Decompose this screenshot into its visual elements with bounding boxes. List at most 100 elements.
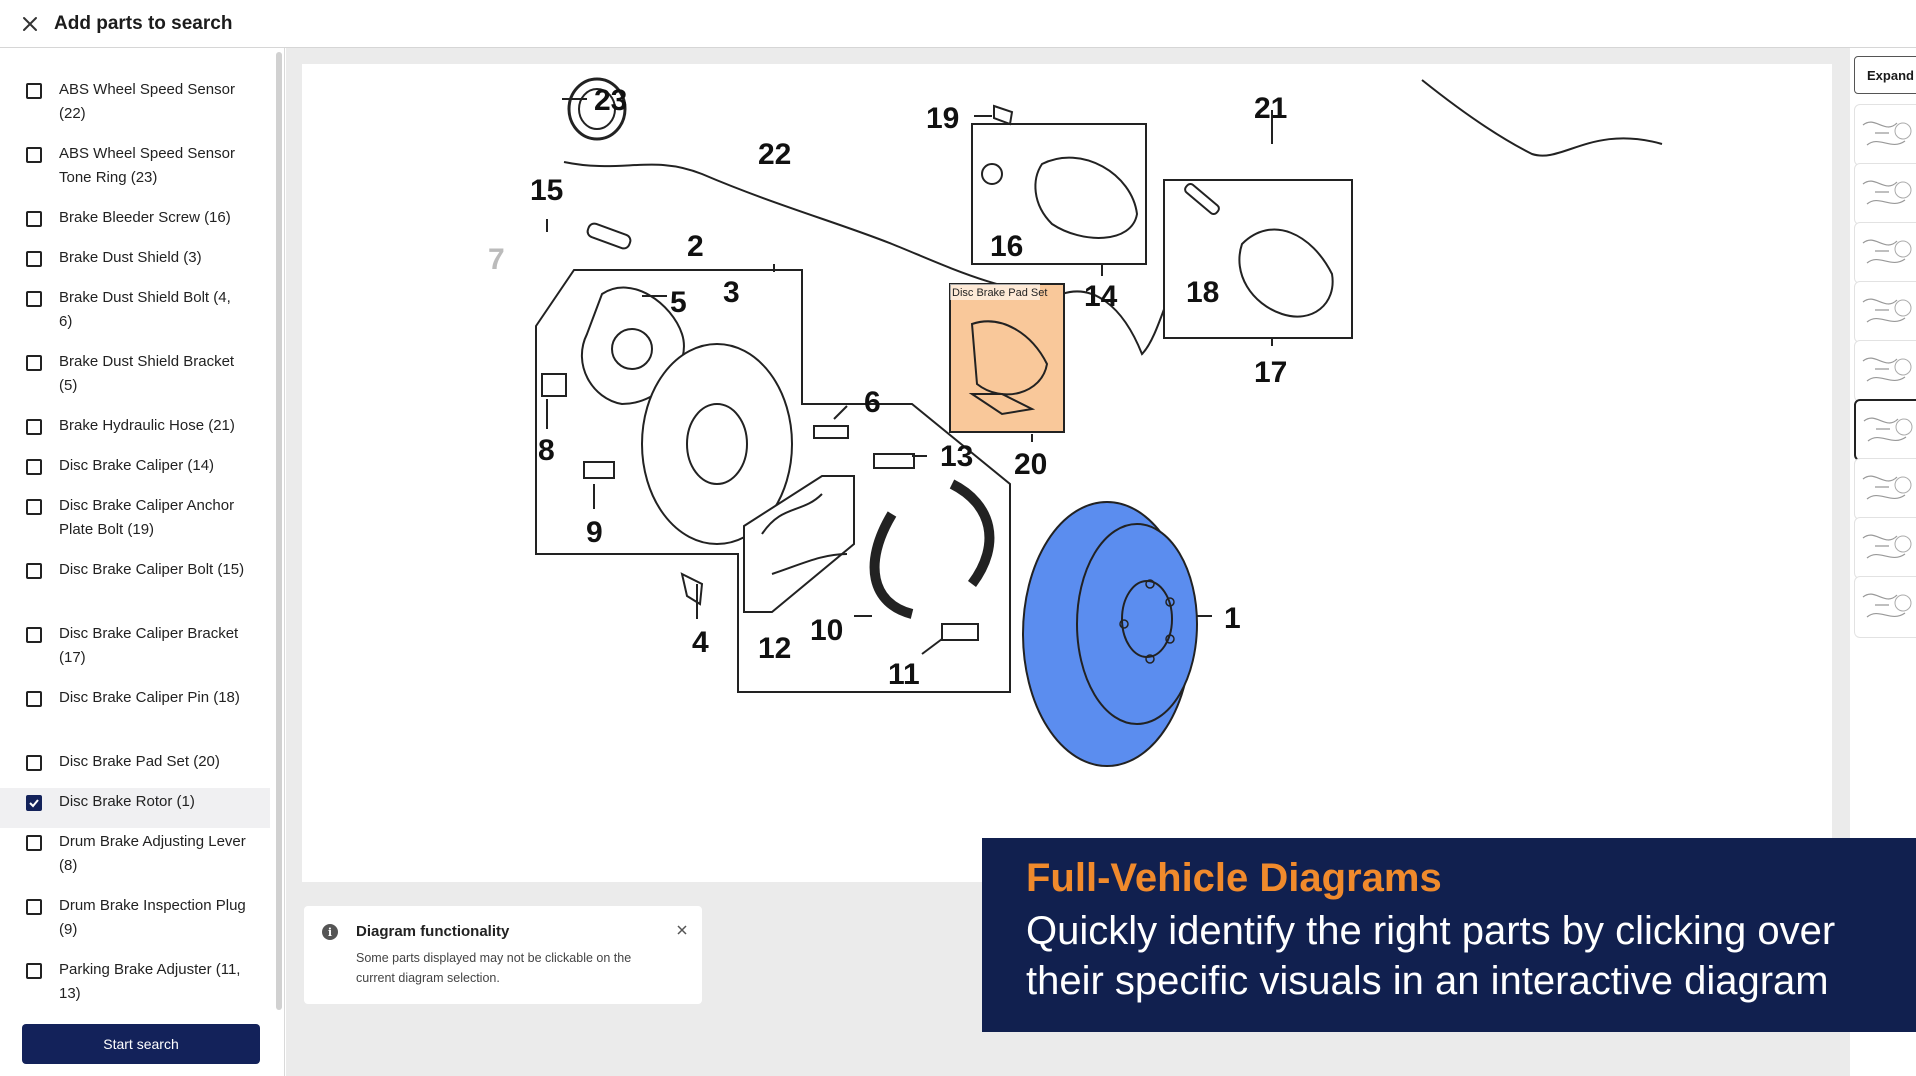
diagram-thumbnail[interactable] xyxy=(1854,576,1916,638)
part-item[interactable]: Brake Hydraulic Hose (21) xyxy=(0,412,270,452)
diagram-thumbnail[interactable] xyxy=(1854,458,1916,520)
part-label: Disc Brake Pad Set (20) xyxy=(59,753,220,770)
callout-8[interactable]: 8 xyxy=(538,434,555,467)
thumbnail-diagram-icon xyxy=(1862,593,1912,618)
callout-23[interactable]: 23 xyxy=(594,84,627,117)
callout-4[interactable]: 4 xyxy=(692,626,709,659)
callout-labels: 1 2 3 4 5 6 7 8 9 10 11 12 13 14 15 16 1… xyxy=(488,84,1287,691)
callout-17[interactable]: 17 xyxy=(1254,356,1287,389)
thumbnail-diagram-icon xyxy=(1863,417,1913,442)
part-item[interactable]: Disc Brake Caliper Anchor Plate Bolt (19… xyxy=(0,492,270,556)
checkbox[interactable] xyxy=(26,691,42,707)
part-item[interactable]: ABS Wheel Speed Sensor Tone Ring (23) xyxy=(0,140,270,204)
checkbox-checked[interactable] xyxy=(26,795,42,811)
callout-6[interactable]: 6 xyxy=(864,386,881,419)
close-icon xyxy=(677,925,687,935)
checkbox[interactable] xyxy=(26,899,42,915)
brake-diagram-svg[interactable]: Disc Brake Pad Set xyxy=(302,64,1832,882)
part-item[interactable]: ABS Wheel Speed Sensor (22) xyxy=(0,76,270,140)
thumbnail-diagram-icon xyxy=(1862,239,1912,264)
checkbox[interactable] xyxy=(26,499,42,515)
part-label: Drum Brake Adjusting Lever (8) xyxy=(59,833,246,874)
part-item[interactable]: Brake Dust Shield (3) xyxy=(0,244,270,284)
part-item[interactable]: Disc Brake Rotor (1) xyxy=(0,788,270,828)
part-item[interactable]: Brake Dust Shield Bolt (4, 6) xyxy=(0,284,270,348)
checkbox[interactable] xyxy=(26,563,42,579)
callout-14[interactable]: 14 xyxy=(1084,280,1118,313)
start-search-button[interactable]: Start search xyxy=(22,1024,260,1064)
callout-12[interactable]: 12 xyxy=(758,632,791,665)
callout-7[interactable]: 7 xyxy=(488,243,505,276)
callout-10[interactable]: 10 xyxy=(810,614,843,647)
checkbox[interactable] xyxy=(26,963,42,979)
diagram-thumbnail[interactable] xyxy=(1854,104,1916,166)
part-item[interactable]: Brake Bleeder Screw (16) xyxy=(0,204,270,244)
checkbox[interactable] xyxy=(26,291,42,307)
callout-21[interactable]: 21 xyxy=(1254,92,1287,125)
callout-20[interactable]: 20 xyxy=(1014,448,1047,481)
callout-18[interactable]: 18 xyxy=(1186,276,1219,309)
callout-16[interactable]: 16 xyxy=(990,230,1023,263)
thumbnail-diagram-icon xyxy=(1862,475,1912,500)
diagram-thumbnail[interactable] xyxy=(1854,340,1916,402)
diagram-thumbnail[interactable] xyxy=(1854,163,1916,225)
checkbox[interactable] xyxy=(26,835,42,851)
part-item[interactable]: Disc Brake Pad Set (20) xyxy=(0,748,270,788)
diagram-thumbnail[interactable] xyxy=(1854,281,1916,343)
part-label: Disc Brake Caliper Bracket (17) xyxy=(59,625,239,666)
part-label: Disc Brake Caliper (14) xyxy=(59,457,215,474)
checkbox[interactable] xyxy=(26,355,42,371)
notice-title: Diagram functionality xyxy=(356,923,510,940)
checkbox[interactable] xyxy=(26,211,42,227)
callout-22[interactable]: 22 xyxy=(758,138,791,171)
diagram-area: Disc Brake Pad Set xyxy=(286,48,1850,1076)
callout-1[interactable]: 1 xyxy=(1224,602,1241,635)
thumbnail-diagram-icon xyxy=(1862,121,1912,146)
callout-13[interactable]: 13 xyxy=(940,440,973,473)
close-icon xyxy=(23,16,37,31)
part-label: Disc Brake Caliper Anchor Plate Bolt (19… xyxy=(59,497,235,538)
diagram-thumbnail[interactable] xyxy=(1854,517,1916,579)
part-label: Parking Brake Adjuster (11, 13) xyxy=(59,961,241,1002)
callout-5[interactable]: 5 xyxy=(670,286,687,319)
checkbox[interactable] xyxy=(26,419,42,435)
callout-15[interactable]: 15 xyxy=(530,174,563,207)
diagram-thumbnail[interactable] xyxy=(1854,222,1916,284)
part-label: Brake Dust Shield Bolt (4, 6) xyxy=(59,289,231,330)
scrollbar[interactable] xyxy=(276,52,282,1010)
part-item[interactable]: Disc Brake Caliper Bracket (17) xyxy=(0,620,270,684)
notice-close-button[interactable] xyxy=(672,920,692,940)
part-label: Brake Bleeder Screw (16) xyxy=(59,209,231,226)
part-item[interactable]: Disc Brake Caliper (14) xyxy=(0,452,270,492)
part-item[interactable]: Disc Brake Caliper Pin (18) xyxy=(0,684,270,748)
parts-diagram[interactable]: Disc Brake Pad Set xyxy=(302,64,1832,882)
checkbox[interactable] xyxy=(26,147,42,163)
checkbox[interactable] xyxy=(26,459,42,475)
checkbox[interactable] xyxy=(26,627,42,643)
close-button[interactable] xyxy=(15,9,45,39)
checkbox[interactable] xyxy=(26,251,42,267)
callout-9[interactable]: 9 xyxy=(586,516,603,549)
check-icon xyxy=(29,799,39,808)
callout-11[interactable]: 11 xyxy=(888,658,920,691)
part-item[interactable]: Drum Brake Adjusting Lever (8) xyxy=(0,828,270,892)
expand-button[interactable]: Expand xyxy=(1854,56,1916,94)
checkbox[interactable] xyxy=(26,83,42,99)
part-label: ABS Wheel Speed Sensor Tone Ring (23) xyxy=(59,145,235,186)
thumbnail-diagram-icon xyxy=(1862,180,1912,205)
callout-2[interactable]: 2 xyxy=(687,230,704,263)
part-item[interactable]: Parking Brake Adjuster (11, 13) xyxy=(0,956,270,1020)
checkbox[interactable] xyxy=(26,755,42,771)
diagram-thumbnail[interactable] xyxy=(1854,399,1916,461)
part-item[interactable]: Disc Brake Caliper Bolt (15) xyxy=(0,556,270,620)
part-label: Disc Brake Caliper Bolt (15) xyxy=(59,561,245,578)
thumbnail-diagram-icon xyxy=(1862,357,1912,382)
promo-banner: Full-Vehicle Diagrams Quickly identify t… xyxy=(982,838,1916,1032)
callout-19[interactable]: 19 xyxy=(926,102,959,135)
part-item[interactable]: Brake Dust Shield Bracket (5) xyxy=(0,348,270,412)
dialog-title: Add parts to search xyxy=(54,12,233,34)
hover-label: Disc Brake Pad Set xyxy=(952,287,1047,299)
callout-3[interactable]: 3 xyxy=(723,276,740,309)
part-item[interactable]: Drum Brake Inspection Plug (9) xyxy=(0,892,270,956)
disc-brake-rotor[interactable] xyxy=(1022,501,1198,767)
